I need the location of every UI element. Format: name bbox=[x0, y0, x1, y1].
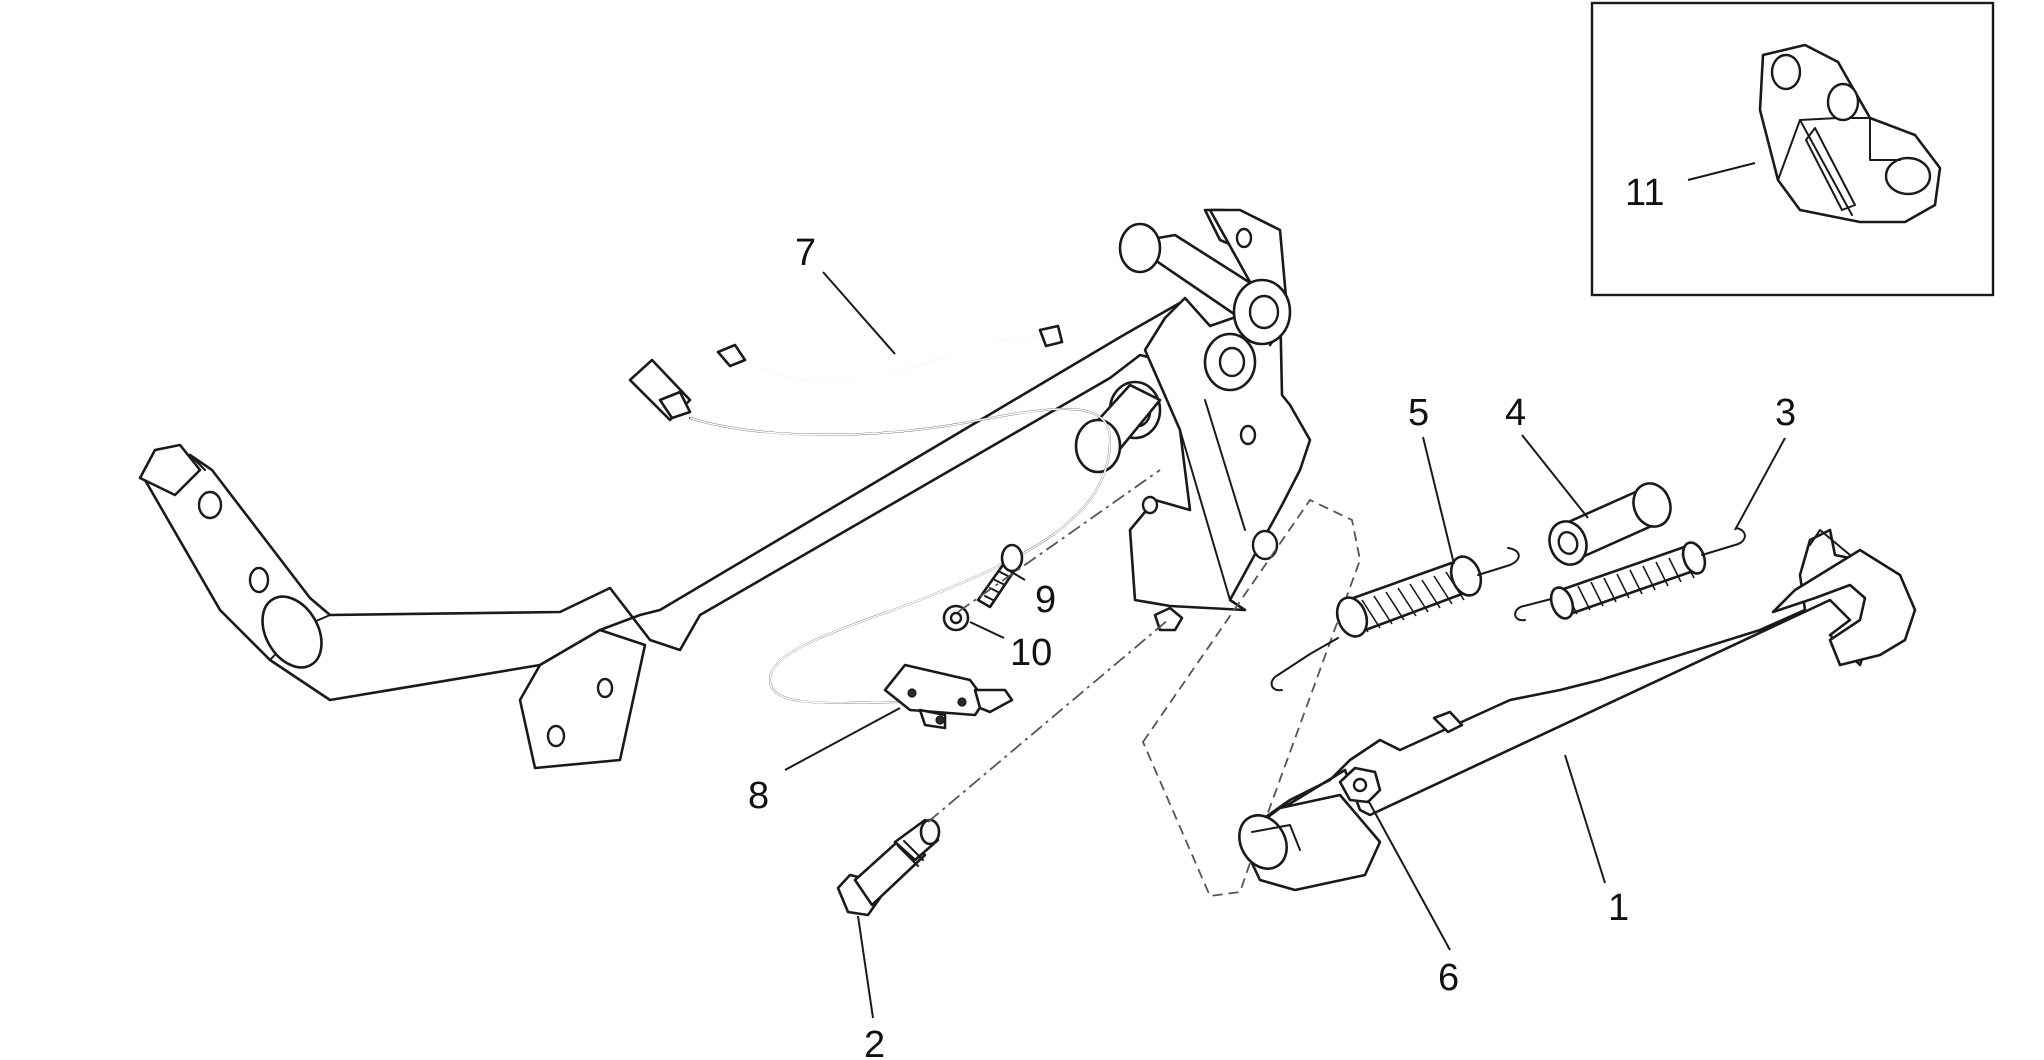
pivot-cylinders bbox=[1074, 222, 1292, 474]
part-4-sleeve bbox=[1548, 482, 1672, 566]
part-1-side-stand bbox=[1238, 528, 1917, 892]
label-3: 3 bbox=[1775, 392, 1796, 434]
label-5: 5 bbox=[1408, 392, 1429, 434]
part-6-nut bbox=[1338, 766, 1382, 804]
label-2: 2 bbox=[864, 1024, 885, 1060]
label-7: 7 bbox=[795, 232, 816, 274]
inset-box bbox=[1590, 1, 1995, 297]
label-6: 6 bbox=[1438, 957, 1459, 999]
part-9-screw bbox=[976, 543, 1024, 609]
leader-lines bbox=[784, 271, 1786, 1019]
part-5-spring bbox=[1270, 547, 1520, 692]
part-2-bolt bbox=[836, 818, 941, 917]
label-10: 10 bbox=[1010, 632, 1052, 674]
part-8-switch bbox=[883, 663, 1014, 730]
part-10-nut bbox=[942, 604, 970, 632]
label-4: 4 bbox=[1505, 392, 1526, 434]
label-8: 8 bbox=[748, 775, 769, 817]
label-11: 11 bbox=[1625, 172, 1664, 214]
callout-labels: 1 2 3 4 5 6 7 8 9 10 11 bbox=[748, 172, 1796, 1060]
part-7-wiring bbox=[628, 324, 1111, 704]
label-9: 9 bbox=[1035, 579, 1056, 621]
label-1: 1 bbox=[1608, 887, 1629, 929]
assembly-guides bbox=[927, 469, 1361, 897]
part-3-spring bbox=[1514, 527, 1746, 622]
main-stand-frame bbox=[138, 208, 1312, 770]
part-11-bracket bbox=[1758, 43, 1942, 224]
